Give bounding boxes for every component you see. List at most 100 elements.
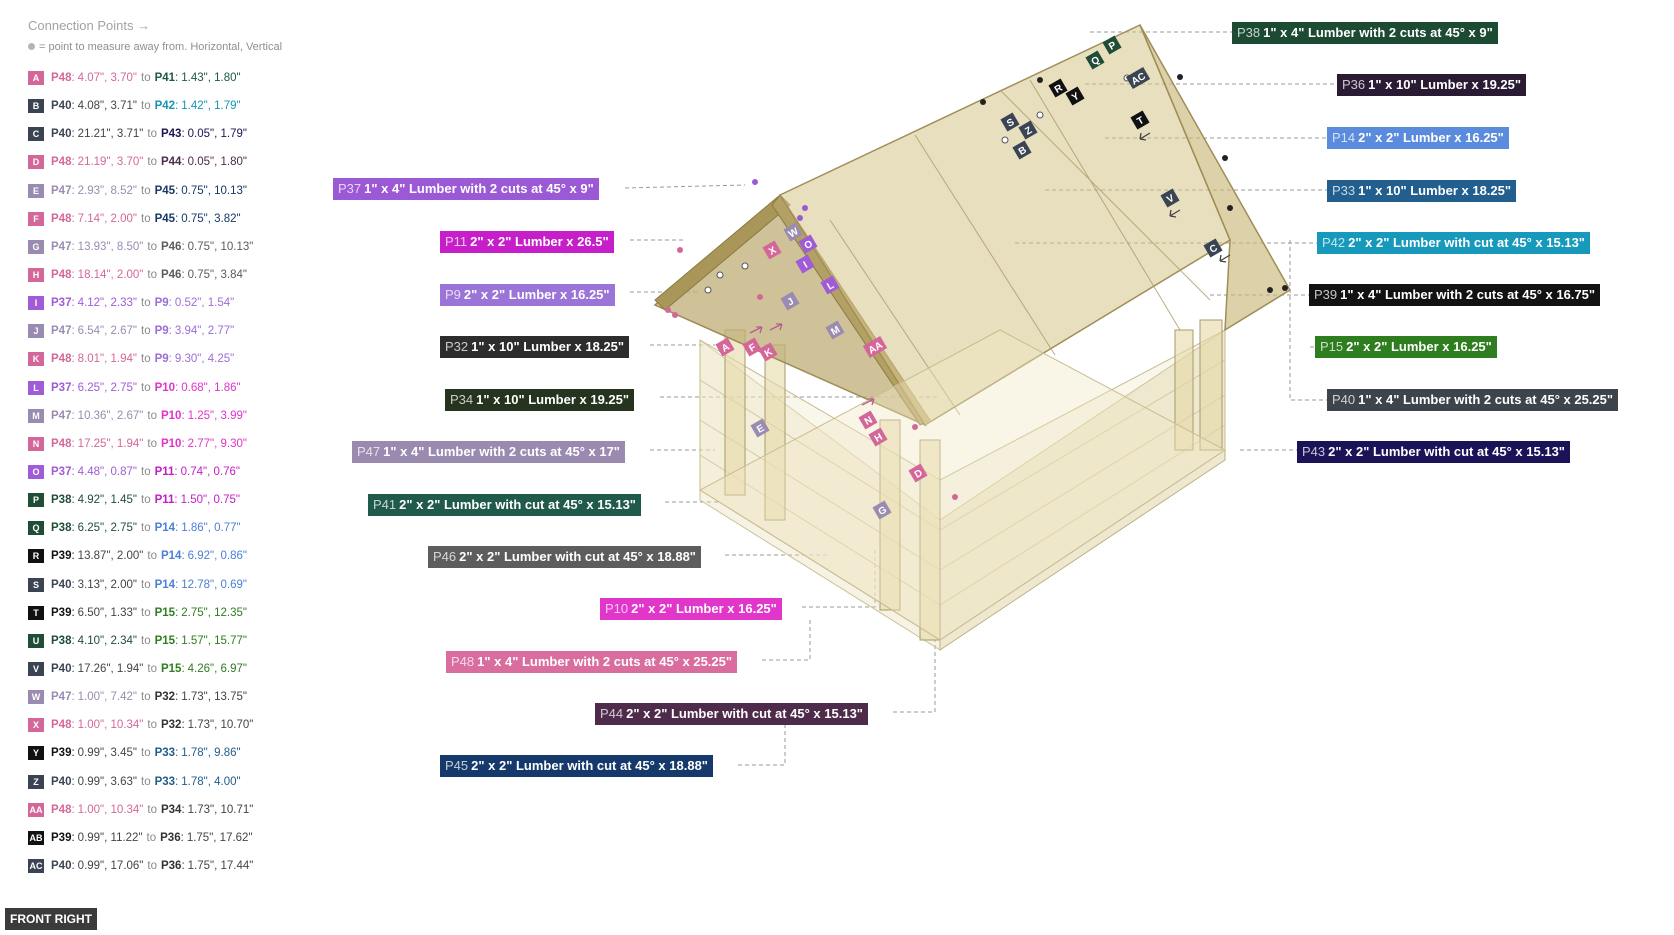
to-values: 1.86", 0.77"	[181, 522, 241, 535]
to-part: P15	[154, 606, 176, 619]
connection-point-badge: S	[28, 577, 44, 592]
to-word: to	[141, 212, 151, 225]
separator: :	[71, 719, 75, 732]
separator: :	[175, 775, 179, 788]
from-values: 1.00", 7.42"	[77, 691, 137, 704]
to-part: P45	[154, 212, 176, 225]
separator: :	[71, 240, 75, 253]
separator: :	[174, 466, 178, 479]
from-part: P48	[51, 72, 72, 85]
from-part: P40	[51, 663, 72, 676]
to-part: P14	[154, 522, 176, 535]
separator: :	[175, 634, 179, 647]
part-id: P40	[1332, 392, 1356, 407]
to-word: to	[147, 240, 157, 253]
part-description: 1" x 10" Lumber x 18.25"	[471, 339, 625, 354]
model-point-badge-text: B	[1017, 145, 1029, 158]
connection-point-badge: P	[28, 493, 44, 508]
model-point-badge-bg	[798, 234, 818, 254]
from-values: 17.26", 1.94"	[77, 663, 144, 676]
from-part: P40	[51, 578, 72, 591]
from-values: 6.50", 1.33"	[77, 606, 137, 619]
part-id: P38	[1237, 25, 1261, 40]
to-word: to	[141, 606, 151, 619]
to-values: 9.30", 4.25"	[174, 353, 235, 366]
part-description: 2" x 2" Lumber x 16.25"	[1346, 339, 1492, 354]
to-part: P10	[154, 381, 176, 394]
from-values: 17.25", 1.94"	[77, 437, 144, 450]
separator: :	[181, 156, 185, 169]
separator: :	[175, 691, 179, 704]
from-values: 21.21", 3.71"	[77, 128, 144, 141]
to-values: 0.05", 1.80"	[187, 156, 247, 169]
to-word: to	[147, 663, 157, 676]
separator: :	[175, 184, 179, 197]
view-button[interactable]: FRONT RIGHT	[5, 908, 97, 930]
separator: :	[168, 325, 172, 338]
connection-point-badge: L	[28, 380, 44, 395]
to-part: P42	[154, 100, 176, 113]
connection-point-badge: F	[28, 211, 44, 226]
separator: :	[168, 297, 172, 310]
to-values: 0.75", 10.13"	[181, 184, 247, 197]
model-point-badge-text: H	[873, 432, 885, 445]
from-part: P47	[51, 325, 72, 338]
to-word: to	[141, 775, 151, 788]
panel-legend: = point to measure away from. Horizontal…	[28, 36, 328, 58]
model-point-badge-bg	[783, 222, 803, 242]
from-values: 0.99", 3.45"	[77, 747, 137, 760]
to-word: to	[146, 831, 157, 844]
separator: :	[181, 663, 185, 676]
to-values: 1.73", 10.70"	[187, 719, 254, 732]
from-part: P40	[51, 775, 72, 788]
model-point-badge: B	[1012, 140, 1032, 160]
dot-icon	[28, 43, 35, 50]
model-point-badge-bg	[1125, 66, 1151, 90]
to-values: 1.73", 13.75"	[181, 691, 247, 704]
part-description: 1" x 10" Lumber x 19.25"	[476, 392, 630, 407]
model-point-badge-text: V	[1165, 193, 1177, 206]
model-point-badge-text: J	[786, 296, 796, 308]
to-values: 0.75", 3.82"	[181, 212, 241, 225]
to-word: to	[141, 325, 151, 338]
separator: :	[174, 494, 178, 507]
model-point-badge-bg	[858, 410, 878, 430]
from-part: P38	[51, 522, 72, 535]
separator: :	[181, 860, 185, 872]
connection-point-badge: U	[28, 633, 44, 648]
separator: :	[175, 212, 179, 225]
separator: :	[71, 156, 75, 169]
to-word: to	[141, 72, 151, 85]
separator: :	[181, 437, 185, 450]
from-values: 3.13", 2.00"	[77, 578, 137, 591]
model-point-badge-bg	[780, 291, 800, 311]
part-id: P33	[1332, 183, 1356, 198]
part-id: P39	[1314, 287, 1338, 302]
